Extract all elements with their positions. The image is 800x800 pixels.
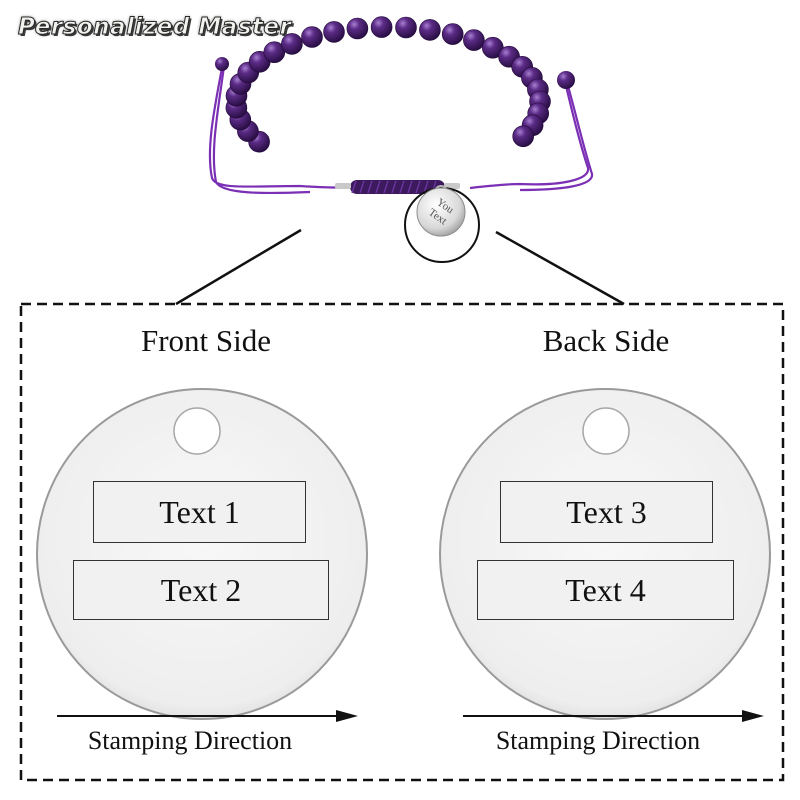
back-tag	[439, 388, 771, 720]
bead	[301, 26, 323, 48]
bead	[441, 23, 464, 45]
text-field-4[interactable]: Text 4	[477, 560, 734, 620]
text-field-1[interactable]: Text 1	[93, 481, 306, 543]
stamping-direction-back-label: Stamping Direction	[495, 726, 701, 755]
bead	[395, 16, 417, 39]
bead	[346, 17, 369, 40]
text-field-4-label: Text 4	[565, 571, 646, 608]
text-field-3-label: Text 3	[566, 493, 647, 530]
bead	[281, 33, 303, 55]
stamping-direction-front-label: Stamping Direction	[87, 726, 293, 755]
brand-watermark: Personalized Master	[17, 14, 292, 41]
text-field-2-label: Text 2	[160, 571, 242, 608]
bead	[419, 19, 441, 41]
bracelet-cord	[208, 65, 594, 195]
callout-line-left	[175, 228, 302, 306]
bead	[323, 21, 345, 43]
detail-frame	[19, 302, 785, 782]
callout-line-right	[495, 230, 625, 306]
charm-tag	[416, 187, 466, 237]
back-side-title: Back Side	[542, 323, 670, 358]
text-field-1-label: Text 1	[159, 493, 240, 530]
stamping-arrow-front	[57, 710, 358, 722]
text-field-2[interactable]: Text 2	[73, 560, 329, 620]
bead	[463, 29, 485, 51]
cord-end-bead	[215, 57, 229, 71]
front-tag	[36, 388, 368, 720]
bead	[370, 16, 393, 38]
stamping-arrow-back	[463, 710, 764, 722]
cord-end-bead	[557, 71, 575, 89]
tag-hole	[582, 407, 630, 455]
bead-ring	[225, 16, 551, 153]
front-side-title: Front Side	[140, 323, 272, 358]
bead	[263, 41, 286, 64]
tag-hole	[173, 407, 221, 455]
text-field-3[interactable]: Text 3	[500, 481, 713, 543]
bead	[512, 125, 535, 148]
